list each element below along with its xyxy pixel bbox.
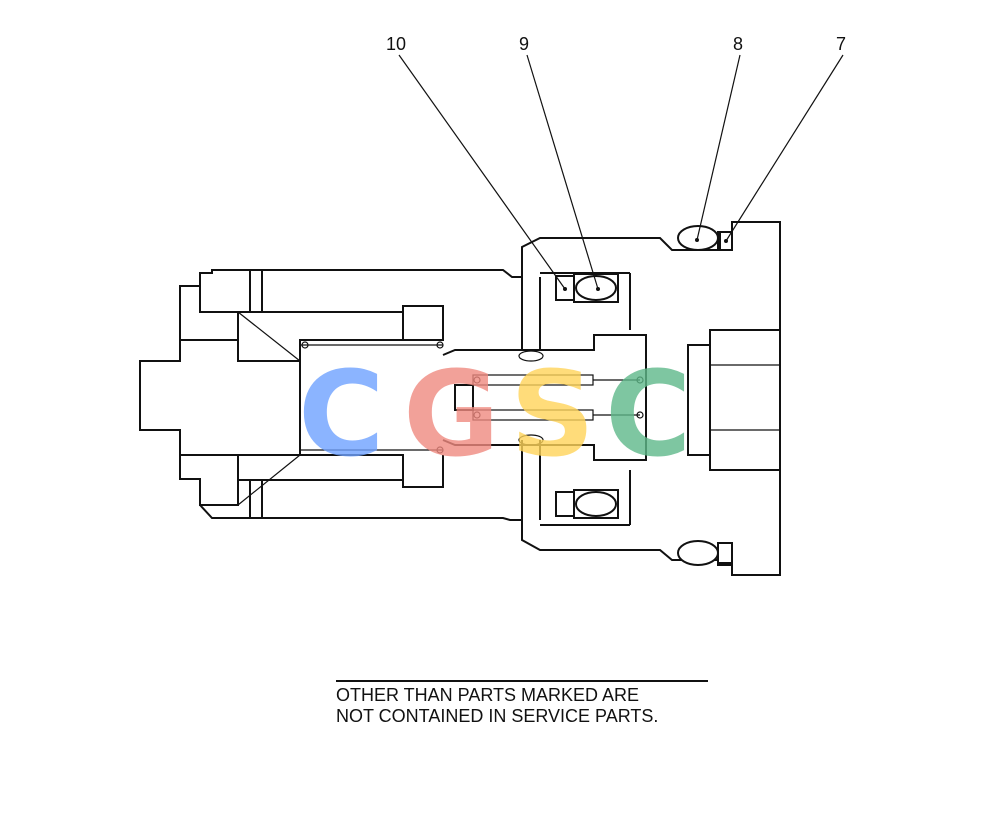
watermark-letter-4: C <box>605 345 692 483</box>
watermark: C G S C <box>298 345 692 483</box>
left-hub <box>139 285 301 506</box>
callout-7: 7 <box>836 34 846 54</box>
watermark-letter-1: C <box>298 345 385 483</box>
inner-carrier <box>299 305 444 488</box>
note-line-1: OTHER THAN PARTS MARKED ARE <box>336 685 640 705</box>
oring-lower <box>677 540 733 566</box>
watermark-letter-2: G <box>403 345 500 483</box>
center-shaft <box>442 334 647 461</box>
part-9-bearing-upper <box>573 273 619 303</box>
bearing-lower <box>555 489 619 519</box>
watermark-letter-3: S <box>510 345 595 483</box>
callout-9: 9 <box>519 34 529 54</box>
right-spline <box>687 329 780 471</box>
callout-8: 8 <box>733 34 743 54</box>
leader-lines <box>398 54 844 290</box>
callout-10: 10 <box>386 34 406 54</box>
service-parts-note: OTHER THAN PARTS MARKED ARE NOT CONTAINE… <box>336 680 708 727</box>
note-line-2: NOT CONTAINED IN SERVICE PARTS. <box>336 706 659 726</box>
